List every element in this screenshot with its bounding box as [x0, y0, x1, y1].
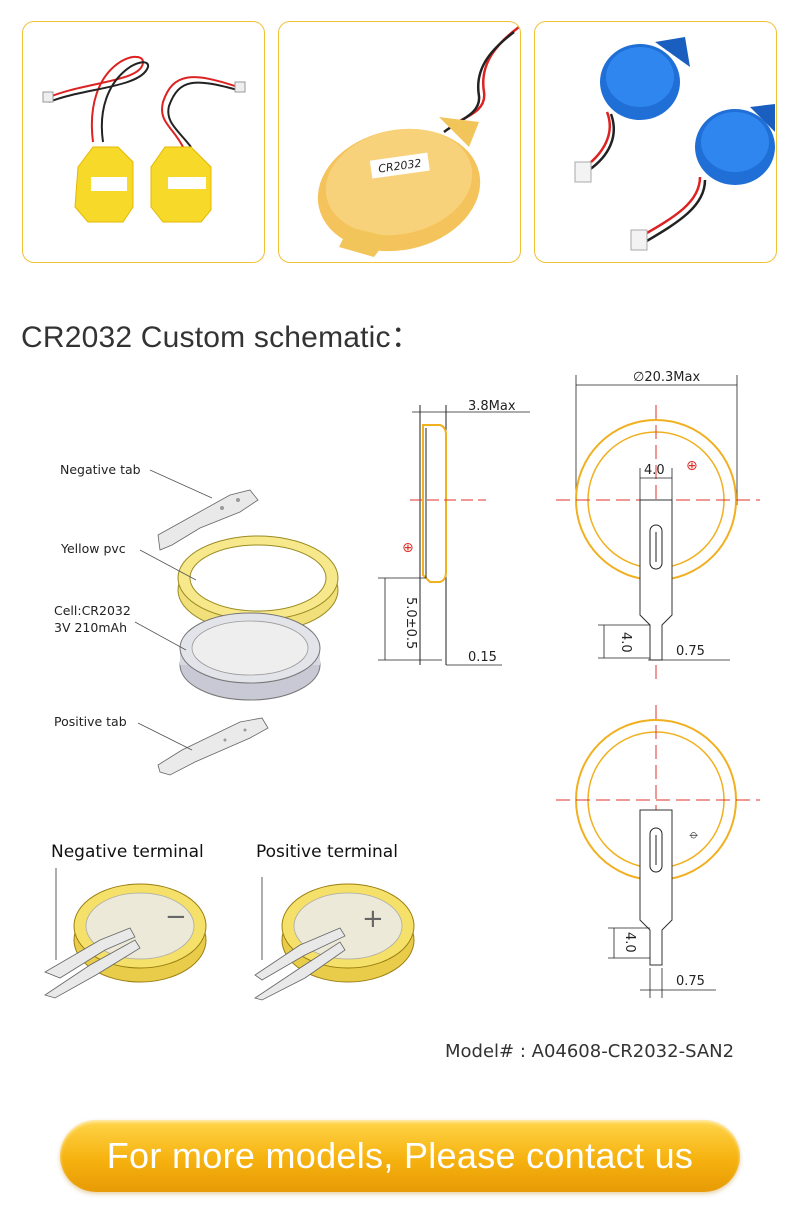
model-number: Model# : A04608-CR2032-SAN2	[445, 1041, 735, 1062]
cell-label: CR2032	[378, 157, 423, 176]
cell-disc	[179, 612, 321, 701]
offset-dim: 5.0±0.5	[403, 597, 418, 649]
pin-width-top-dim: 0.75	[676, 644, 705, 659]
yellow-pvc-label: Yellow pvc	[61, 541, 126, 556]
negative-terminal-title: Negative terminal	[51, 842, 204, 862]
negative-terminal-drawing: −	[44, 868, 207, 999]
side-view-drawing: ⊕ 5.0±0.5 3.8Max 0.15	[378, 399, 530, 666]
front-view-top: ∅20.3Max 4.0 ⊕ 4.0 0.75	[556, 370, 760, 680]
front-plus-mark: ⊕	[686, 458, 698, 474]
photo-blue-pair	[534, 21, 777, 263]
section-title: CR2032 Custom schematic：	[21, 321, 421, 354]
photo-single-cr2032: CR2032	[278, 21, 521, 263]
cell-label-line1: Cell:CR2032	[54, 603, 131, 618]
side-plus-mark: ⊕	[402, 540, 414, 556]
negative-tab-part	[157, 489, 259, 551]
front-view-bottom: ⦵ 4.0 0.75	[556, 705, 760, 998]
photo-yellow-pair	[22, 21, 265, 263]
positive-tab-part	[157, 717, 269, 776]
diameter-dim: ∅20.3Max	[633, 370, 700, 385]
tab-thickness-dim: 0.15	[468, 650, 497, 665]
negative-tab-label: Negative tab	[60, 462, 141, 477]
plus-symbol: +	[362, 904, 384, 934]
cell-label-line2: 3V 210mAh	[54, 620, 127, 635]
thickness-dim: 3.8Max	[468, 399, 516, 414]
yellow-pvc-ring	[177, 535, 339, 633]
contact-us-button[interactable]: For more models, Please contact us	[60, 1120, 740, 1192]
pin-width-bottom-dim: 0.75	[676, 974, 705, 989]
tab-width-dim: 4.0	[644, 463, 665, 478]
positive-terminal-drawing: +	[254, 877, 415, 1001]
minus-symbol: −	[165, 902, 187, 932]
positive-terminal-title: Positive terminal	[256, 842, 398, 862]
tab-length-top-dim: 4.0	[618, 632, 633, 653]
minus-mark: ⦵	[688, 826, 700, 842]
tab-length-bottom-dim: 4.0	[622, 932, 637, 953]
positive-tab-label: Positive tab	[54, 714, 127, 729]
